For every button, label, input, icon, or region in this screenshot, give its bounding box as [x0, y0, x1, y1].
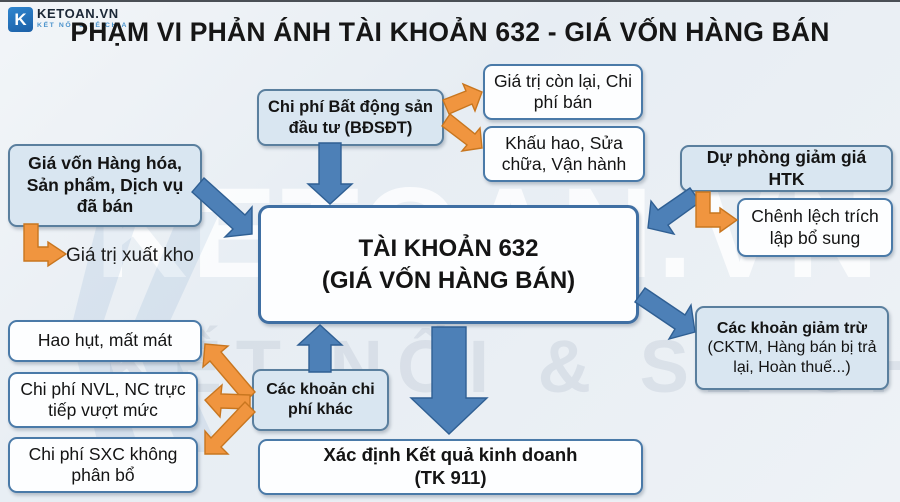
arrow-bdsdt-to-remaining [442, 82, 483, 115]
arrow-bdsdt-to-depreciation [441, 112, 483, 152]
node-loss-shrinkage: Hao hụt, mất mát [8, 320, 202, 362]
node-direct-material-over: Chi phí NVL, NC trực tiếp vượt mức [8, 372, 198, 428]
page-title: PHẠM VI PHẢN ÁNH TÀI KHOẢN 632 - GIÁ VỐN… [70, 17, 830, 47]
node-other-costs: Các khoản chi phí khác [252, 369, 389, 431]
account-number: TÀI KHOẢN 632 [358, 235, 539, 263]
arrow-provision-to-difference [695, 191, 739, 234]
node-inventory-provision: Dự phòng giảm giá HTK [680, 145, 893, 192]
node-detail: (CKTM, Hàng bán bị trả lại, Hoàn thuế...… [707, 339, 877, 376]
logo-brand-text: KETOAN.VN [37, 6, 119, 21]
node-label: Chi phí Bất động sản đầu tư (BĐSĐT) [268, 98, 433, 137]
node-business-result-tk911: Xác định Kết quả kinh doanh (TK 911) [258, 439, 643, 495]
node-label: Giá vốn Hàng hóa, Sản phẩm, Dịch vụ đã b… [26, 153, 184, 217]
node-label: Chi phí NVL, NC trực tiếp vượt mức [20, 378, 186, 420]
arrow-othercosts-to-loss [202, 343, 256, 404]
node-label: Các khoản giảm trừ [716, 319, 868, 337]
node-provision-difference: Chênh lệch trích lập bổ sung [737, 198, 893, 257]
account-name: (GIÁ VỐN HÀNG BÁN) [321, 266, 576, 294]
node-label: Xác định Kết quả kinh doanh [323, 444, 578, 466]
arrow-cogs-to-export-value [23, 223, 68, 268]
node-account-632: TÀI KHOẢN 632 (GIÁ VỐN HÀNG BÁN) [258, 205, 639, 324]
node-depreciation-repair: Khấu hao, Sửa chữa, Vận hành [483, 126, 645, 182]
arrow-othercosts-to-sxc [204, 400, 256, 455]
node-investment-property-cost: Chi phí Bất động sản đầu tư (BĐSĐT) [257, 89, 444, 146]
node-overhead-unallocated: Chi phí SXC không phân bổ [8, 437, 198, 493]
node-sublabel: (TK 911) [414, 467, 487, 488]
ketoan-logo: K KETOAN.VN KẾT NỐI & SẺ CHIA [8, 7, 128, 32]
node-label: Chênh lệch trích lập bổ sung [751, 206, 879, 248]
node-label: Chi phí SXC không phân bổ [28, 443, 178, 485]
arrow-center-to-result [409, 326, 489, 435]
node-label: Khấu hao, Sửa chữa, Vận hành [501, 132, 627, 174]
arrow-othercosts-to-nvl [204, 383, 251, 419]
arrow-center-to-deductions [634, 287, 696, 341]
node-label: Các khoản chi phí khác [266, 381, 375, 418]
ketoan-logo-icon: K [8, 7, 33, 32]
node-remaining-value: Giá trị còn lại, Chi phí bán [483, 64, 643, 120]
arrow-othercosts-to-center [296, 324, 344, 373]
node-cogs-sold: Giá vốn Hàng hóa, Sản phẩm, Dịch vụ đã b… [8, 144, 202, 227]
node-deductions: Các khoản giảm trừ (CKTM, Hàng bán bị tr… [695, 306, 889, 390]
node-label: Hao hụt, mất mát [37, 330, 173, 351]
arrow-provision-to-center [647, 187, 701, 236]
arrow-bdsdt-to-center [306, 142, 354, 205]
node-label: Dự phòng giảm giá HTK [706, 147, 867, 189]
node-label: Giá trị còn lại, Chi phí bán [493, 70, 633, 112]
logo-tagline-text: KẾT NỐI & SẺ CHIA [37, 21, 129, 29]
label-export-value: Giá trị xuất kho [66, 245, 194, 266]
